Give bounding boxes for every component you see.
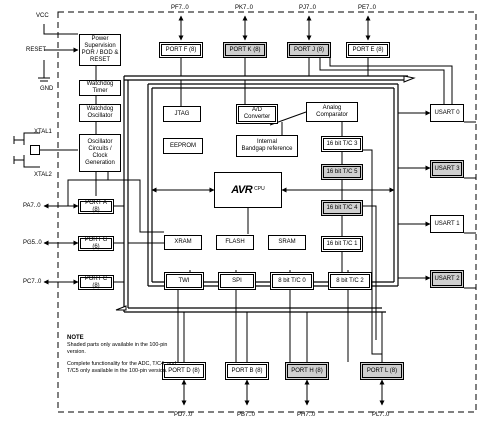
usart0-block: USART 0 (430, 104, 464, 122)
pc-pin-label: PC7..0 (23, 279, 42, 285)
xtal2-label: XTAL2 (34, 172, 52, 178)
pl-pin-label: PL7..0 (372, 412, 390, 418)
jtag-block: JTAG (163, 106, 201, 122)
timer-counter-1-block: 16 bit T/C 1 (321, 236, 363, 252)
spi-block: SPI (218, 272, 256, 290)
sram-block: SRAM (268, 235, 306, 250)
twi-block: TWI (164, 272, 204, 290)
watchdog-timer-block: Watchdog Timer (79, 80, 121, 96)
oscillator-block: Oscillator Circuits / Clock Generation (79, 134, 121, 172)
chip-boundary (57, 11, 477, 413)
timer-counter-2-block: 8 bit T/C 2 (328, 272, 372, 290)
flash-block: FLASH (216, 235, 254, 250)
pe-pin-label: PE7..0 (358, 5, 377, 11)
diagram-note: NOTE Shaded parts only available in the … (67, 334, 187, 379)
port-e-block: PORT E (8) (346, 42, 390, 58)
port-a-block: PORT A (8) (78, 199, 114, 214)
pf-pin-label: PF7..0 (171, 5, 189, 11)
port-d-block: PORT D (8) (162, 362, 206, 380)
internal-bandgap-block: Internal Bandgap reference (236, 135, 298, 157)
vcc-label: VCC (36, 13, 49, 19)
gnd-label: GND (40, 86, 54, 92)
pk-pin-label: PK7..0 (235, 5, 254, 11)
bottom-pin-arrows (181, 379, 385, 406)
usart2-block: USART 2 (430, 270, 464, 288)
note-line-1: Shaded parts only available in the 100-p… (67, 342, 168, 356)
adc-block: A/D Converter (236, 104, 278, 124)
timer-counter-5-block: 16 bit T/C 5 (321, 164, 363, 180)
pg-pin-label: PG5..0 (23, 240, 42, 246)
pa-pin-label: PA7..0 (23, 203, 41, 209)
analog-comparator-block: Analog Comparator (306, 102, 358, 122)
avr-logo: AVR (231, 183, 253, 196)
pb-pin-label: PB7..0 (237, 412, 256, 418)
port-j-block: PORT J (8) (287, 42, 331, 58)
xtal1-label: XTAL1 (34, 129, 52, 135)
port-f-block: PORT F (8) (159, 42, 203, 58)
usart3-block: USART 3 (430, 160, 464, 178)
port-c-block: PORT C (8) (78, 275, 114, 290)
timer-counter-3-block: 16 bit T/C 3 (321, 136, 363, 152)
xram-block: XRAM (164, 235, 202, 250)
bus-arrow-right (403, 75, 416, 83)
watchdog-oscillator-block: Watchdog Oscillator (79, 104, 121, 122)
cpu-label: CPU (254, 186, 265, 193)
usart1-block: USART 1 (430, 215, 464, 233)
top-pin-arrows (178, 15, 371, 41)
port-k-block: PORT K (8) (223, 42, 267, 58)
port-b-block: PORT B (8) (225, 362, 269, 380)
port-g-block: PORT G (6) (78, 236, 114, 251)
power-supervision-block: Power Supervision POR / BOD & RESET (79, 34, 121, 66)
pd-pin-label: PD7..0 (174, 412, 193, 418)
pj-pin-label: PJ7..0 (299, 5, 317, 11)
note-line-2: Complete functionality for the ADC, T/C4… (67, 360, 176, 374)
power-clock-lines (13, 24, 109, 196)
timer-counter-4-block: 16 bit T/C 4 (321, 200, 363, 216)
timer-counter-0-block: 8 bit T/C 0 (270, 272, 314, 290)
crystal-icon (30, 145, 40, 155)
bus-arrow-left (115, 305, 127, 311)
eeprom-block: EEPROM (163, 138, 203, 154)
left-pin-arrows (43, 203, 79, 285)
port-h-block: PORT H (8) (285, 362, 329, 380)
reset-label: RESET (26, 47, 47, 53)
port-to-bus-lines (114, 58, 383, 362)
port-l-block: PORT L (8) (360, 362, 404, 380)
note-heading: NOTE (67, 335, 84, 341)
usart-lines (319, 58, 476, 289)
ph-pin-label: PH7..0 (297, 412, 316, 418)
